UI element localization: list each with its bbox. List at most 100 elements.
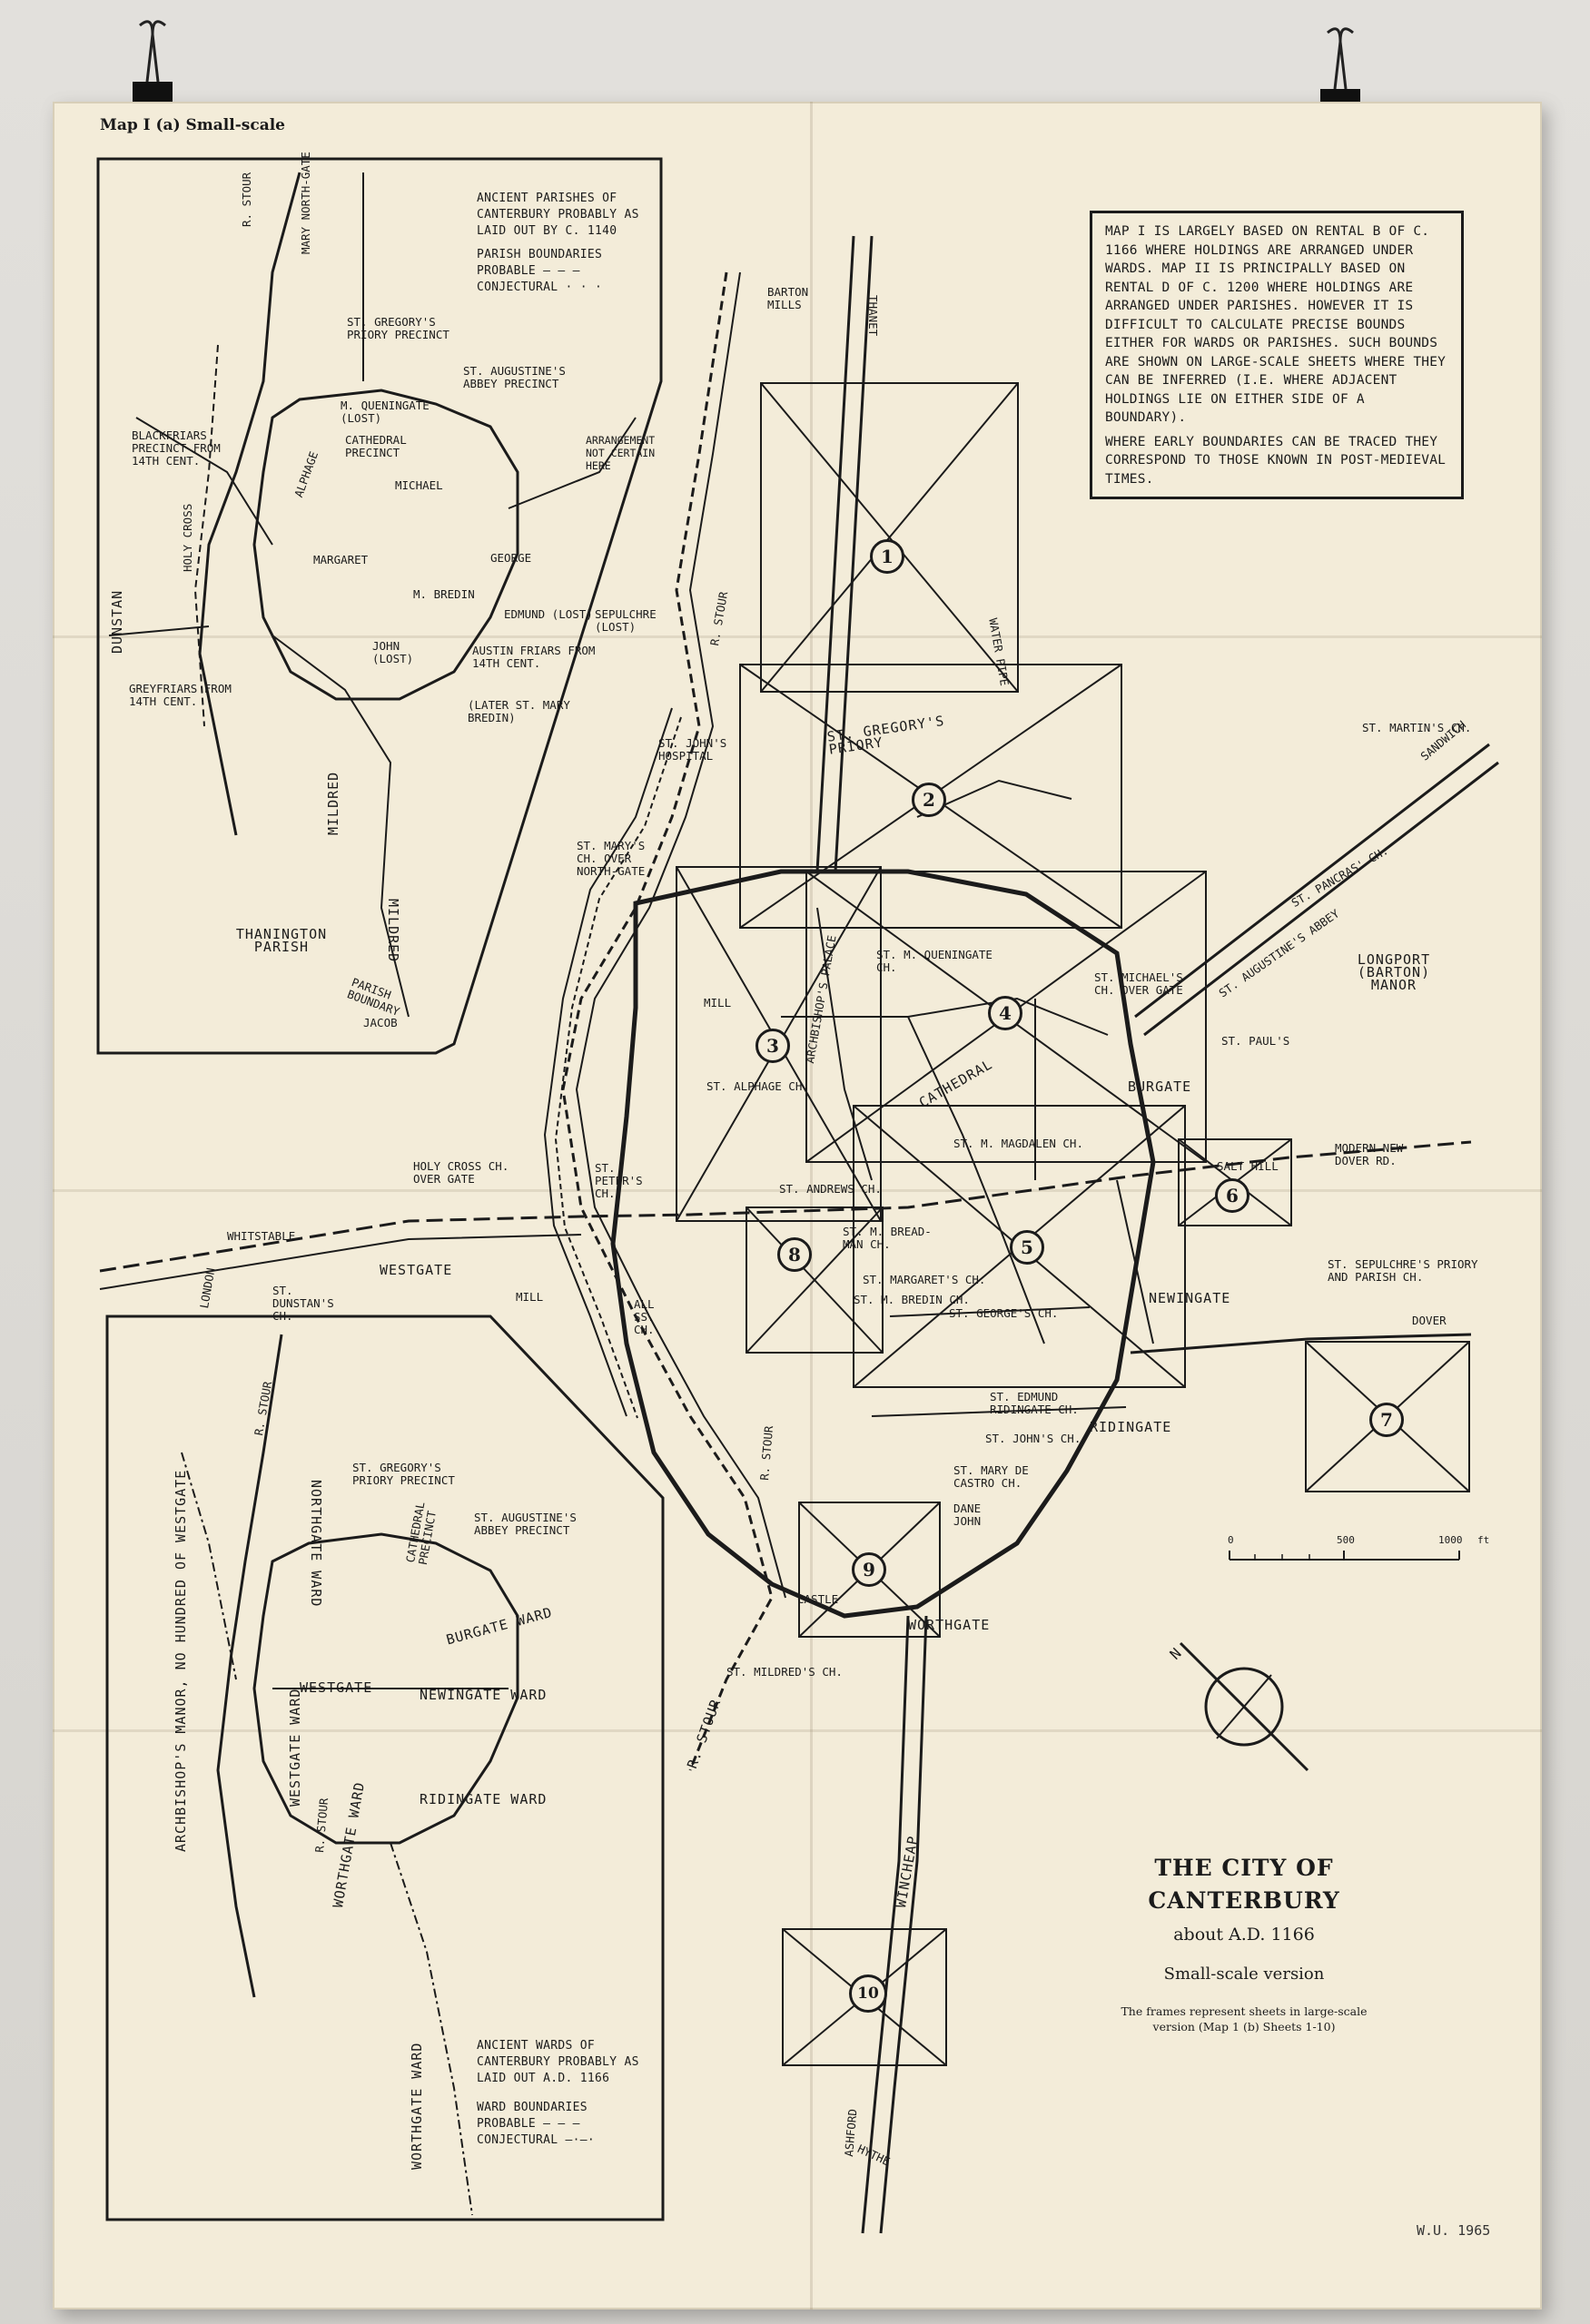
label-thanington: Thanington Parish (235, 926, 328, 955)
label-mill: Mill (704, 996, 732, 1009)
frame-number: 1 (870, 539, 904, 574)
label-st-m-magdalen: St. M. Magdalen Ch. (953, 1137, 1083, 1150)
label-ward-st-augustine: St. Augustine's Abbey Precinct (474, 1511, 577, 1537)
label-worthgate: Worthgate (908, 1617, 991, 1633)
frame-3 (676, 866, 882, 1222)
label-castle: Castle (797, 1592, 839, 1606)
title-note: The frames represent sheets in large-sca… (1121, 2004, 1368, 2034)
scale-zero: 0 (1228, 1534, 1234, 1546)
label-holy-cross: Holy Cross (181, 503, 194, 572)
label-st-mary-de-castro: St. Mary de Castro Ch. (953, 1463, 1029, 1490)
legend-title: Parish boundaries (477, 248, 603, 261)
label-st-andrews: St. Andrews Ch. (779, 1182, 882, 1196)
label-holy-cross: Holy Cross Ch. over gate (413, 1159, 509, 1186)
label-newingate: Newingate (1149, 1290, 1231, 1306)
frame-number: 6 (1215, 1178, 1249, 1213)
label-st-peters: St. Peter's Ch. (595, 1161, 643, 1200)
frame-9 (798, 1502, 941, 1638)
label-george: George (490, 551, 532, 565)
label-queningate: M. Queningate (lost) (341, 399, 430, 425)
frame-7 (1305, 1341, 1470, 1492)
note-paragraph-2: Where early boundaries can be traced the… (1105, 434, 1447, 487)
legend-conjectural: Conjectural · · · (477, 281, 603, 294)
scale-bar: 0 500 1000 ft (1228, 1534, 1489, 1571)
label-m-bredin: M. Bredin (413, 587, 475, 601)
frame-number: 9 (852, 1552, 886, 1587)
label-northgate-ward: Northgate Ward (308, 1480, 324, 1608)
frame-1 (760, 382, 1019, 693)
ward-legend-conjectural: Conjectural —·—· (477, 2133, 596, 2147)
label-mary-northgate: Mary North-gate (299, 152, 312, 254)
fold-line (53, 635, 1542, 638)
sheet-label: Map I (a) Small-scale (100, 116, 285, 134)
frame-number: 8 (777, 1237, 812, 1272)
label-archbishops-manor: Archbishop's Manor, No Hundred of Westga… (173, 1469, 189, 1852)
frame-number: 10 (849, 1974, 887, 2013)
frame-number: 7 (1369, 1403, 1404, 1437)
label-sepulchre: Sepulchre (lost) (595, 607, 657, 634)
scale-bar-lines (1229, 1551, 1460, 1561)
title-date: about A.D. 1166 (1173, 1925, 1315, 1945)
label-st-margarets: St. Margaret's Ch. (863, 1273, 986, 1286)
ward-legend-title: Ward boundaries (477, 2101, 588, 2114)
label-greyfriars: Greyfriars from 14th cent. (129, 682, 232, 708)
note-box: Map I is largely based on rental B of c.… (1090, 211, 1464, 499)
label-john: John (lost) (372, 639, 414, 665)
frame-number: 4 (988, 996, 1022, 1030)
title-version: Small-scale version (1163, 1965, 1325, 1984)
label-whitstable: Whitstable (227, 1229, 296, 1243)
title-line-2: CANTERBURY (1148, 1887, 1340, 1914)
frame-number: 3 (755, 1029, 790, 1063)
label-st-gregory: St. Gregory's Priory Precinct (347, 315, 449, 341)
label-st-johns: St. John's Ch. (985, 1432, 1081, 1445)
label-newingate-ward: Newingate Ward (420, 1687, 548, 1703)
label-michael: Michael (395, 478, 443, 492)
label-st-augustine: St. Augustine's Abbey Precinct (463, 364, 566, 390)
label-mildred-2: Mildred (385, 899, 401, 963)
label-jacob: Jacob (363, 1016, 398, 1029)
label-westgate-ward: Westgate Ward (287, 1688, 303, 1807)
scale-max: 1000 (1438, 1534, 1463, 1546)
label-st-michaels: St. Michael's Ch. over gate (1094, 970, 1183, 997)
fold-line (53, 1189, 1542, 1192)
label-st-johns-hospital: St. John's Hospital (658, 736, 727, 763)
label-st-mildreds: St. Mildred's Ch. (726, 1665, 843, 1679)
label-salt-hill: Salt Hill (1217, 1159, 1279, 1173)
signature: W.U. 1965 (1417, 2222, 1491, 2239)
label-mill-2: Mill (516, 1290, 544, 1304)
label-later-bredin: (Later St. Mary Bredin) (468, 698, 570, 724)
map-title-block: THE CITY OF CANTERBURY about A.D. 1166 S… (1108, 1852, 1380, 2034)
label-st-alphage: St. Alphage Ch. (706, 1079, 809, 1093)
label-dane-john: Dane John (953, 1502, 982, 1528)
label-ridingate-ward: Ridingate Ward (420, 1791, 548, 1807)
frame-number: 5 (1010, 1230, 1044, 1265)
label-barton-mills: Barton Mills (767, 285, 809, 311)
frame-2 (739, 664, 1122, 929)
label-thanet: Thanet (866, 295, 880, 337)
label-westgate: Westgate (380, 1262, 453, 1278)
note-paragraph-1: Map I is largely based on rental B of c.… (1105, 224, 1447, 425)
label-all-ss: All SS. Ch. (634, 1297, 655, 1336)
ward-legend-probable: Probable — — — (477, 2117, 580, 2131)
frame-5 (853, 1105, 1186, 1388)
fold-line (810, 102, 813, 2309)
label-st-martins: St. Martin's Ch. (1362, 721, 1472, 734)
frame-number: 2 (912, 783, 946, 817)
label-cathedral-precinct: Cathedral precinct (345, 433, 407, 459)
label-st-m-queningate: St. M. Queningate Ch. (876, 948, 993, 974)
label-edmund: Edmund (lost) (504, 607, 593, 621)
label-st-edmund: St. Edmund Ridingate Ch. (990, 1390, 1079, 1416)
label-burgate: Burgate (1128, 1078, 1192, 1095)
inset-parishes-title: Ancient parishes of Canterbury probably … (477, 192, 639, 238)
label-st-m-breadman: St. M. Bread-man Ch. (843, 1225, 932, 1251)
scale-mid: 500 (1337, 1534, 1355, 1546)
label-stour: R. Stour (240, 172, 253, 227)
label-mildred-1: Mildred (325, 771, 341, 835)
label-st-georges: St. George's Ch. (949, 1306, 1059, 1320)
label-longport: Longport (Barton) Manor (1357, 951, 1431, 993)
label-austin-friars: Austin friars from 14th cent. (472, 644, 596, 670)
label-ridingate: Ridingate (1090, 1419, 1172, 1435)
label-dover: Dover (1412, 1314, 1447, 1327)
inset-wards-legend: Ancient wards of Canterbury probably as … (477, 2038, 658, 2149)
